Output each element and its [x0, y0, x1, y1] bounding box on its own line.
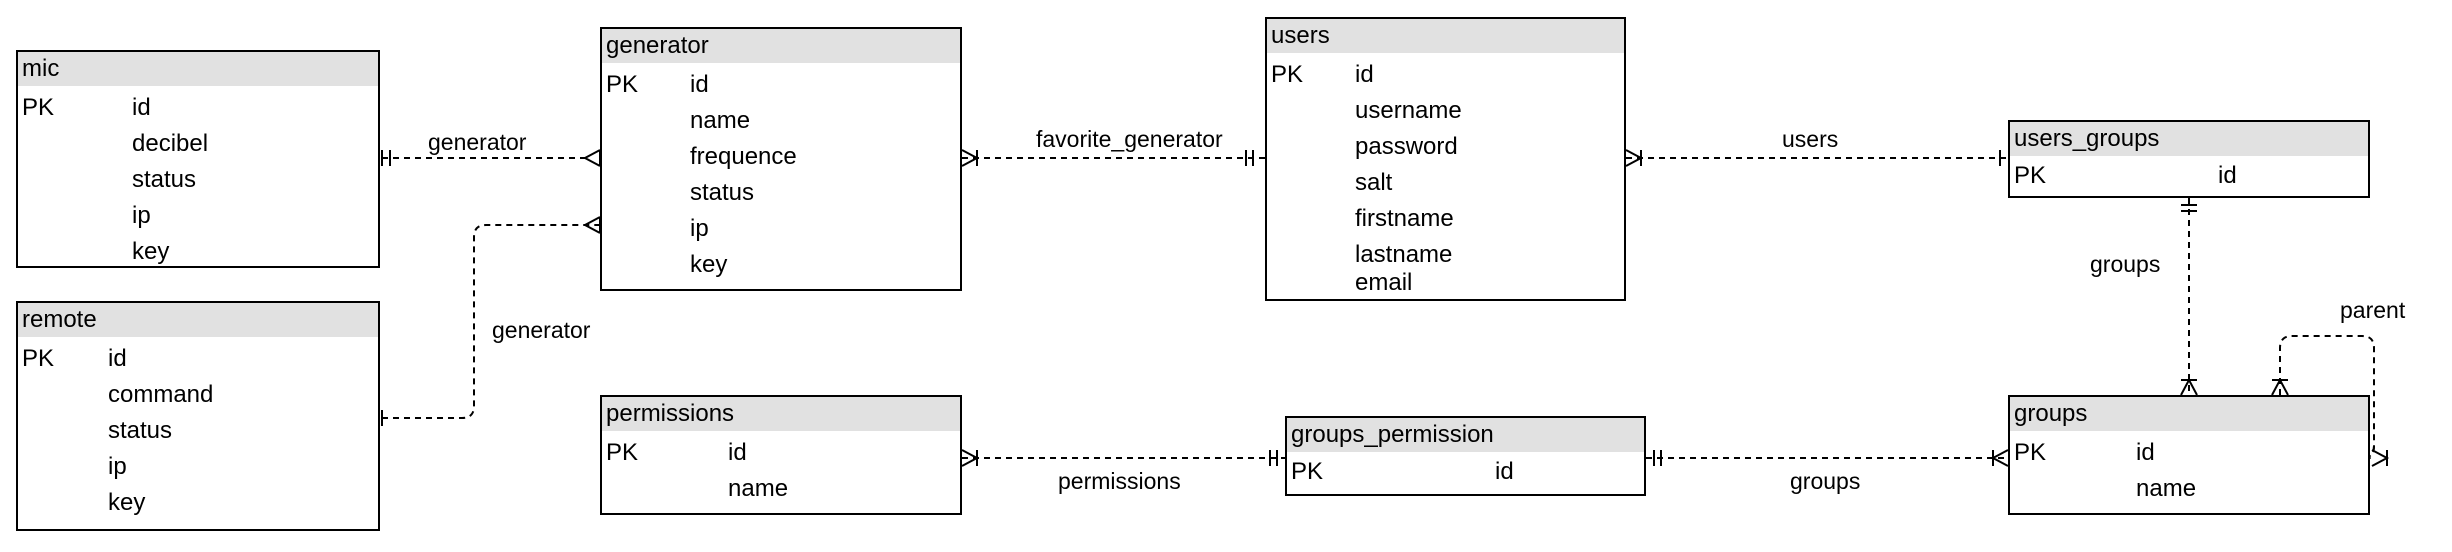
relation-label-groups-parent: parent: [2340, 297, 2406, 323]
field-mic-id: id: [132, 94, 151, 121]
many-marker-generator-from-mic: [582, 149, 601, 167]
field-remote-status: status: [108, 417, 173, 444]
field-groups-name: name: [2136, 475, 2197, 502]
many-marker-groups-right: [2371, 449, 2390, 467]
field-permissions-id: id: [728, 439, 747, 466]
entity-groups: groups PK id name: [2008, 395, 2370, 515]
field-permissions-name: name: [728, 475, 789, 502]
pk-label-groups: PK: [2014, 439, 2047, 466]
pk-label-users-groups: PK: [2014, 162, 2047, 189]
many-marker-groups-top-parent: [2271, 377, 2289, 396]
relation-label-permissions-gp: permissions: [1058, 468, 1181, 494]
pk-label-permissions: PK: [606, 439, 639, 466]
entity-permissions: permissions PK id name: [600, 395, 962, 515]
entity-title-permissions: permissions: [602, 397, 960, 431]
entity-title-groups: groups: [2010, 397, 2368, 431]
field-remote-command: command: [108, 381, 214, 408]
entity-users-groups: users_groups PK id: [2008, 120, 2370, 198]
relation-label-mic-generator: generator: [428, 129, 527, 155]
field-users-email: email: [1355, 269, 1413, 296]
entity-generator: generator PK id name frequence status ip…: [600, 27, 962, 291]
field-generator-key: key: [690, 251, 728, 278]
connector-groups-parent-end: [2361, 445, 2375, 459]
relation-label-usergroups-groups: groups: [2090, 251, 2161, 277]
field-generator-frequence: frequence: [690, 143, 797, 170]
pk-label-mic: PK: [22, 94, 55, 121]
one-marker-gp-right: [1653, 450, 1662, 466]
field-users-password: password: [1355, 133, 1458, 160]
field-generator-name: name: [690, 107, 751, 134]
field-remote-ip: ip: [108, 453, 127, 480]
one-marker-gp-left: [1269, 450, 1278, 466]
field-mic-decibel: decibel: [132, 130, 209, 157]
entity-title-remote: remote: [18, 303, 378, 337]
many-marker-generator: [961, 149, 980, 167]
entity-title-groups-permission: groups_permission: [1287, 418, 1644, 452]
one-marker-users: [1245, 150, 1254, 166]
field-users-groups-id: id: [2218, 162, 2237, 189]
field-generator-ip: ip: [690, 215, 709, 242]
field-mic-ip: ip: [132, 202, 151, 229]
one-marker-mic: [381, 150, 391, 166]
field-mic-status: status: [132, 166, 197, 193]
field-remote-key: key: [108, 489, 146, 516]
entity-title-users-groups: users_groups: [2010, 122, 2368, 156]
pk-label-users: PK: [1271, 61, 1304, 88]
entity-groups-permission: groups_permission PK id: [1285, 416, 1646, 496]
field-generator-id: id: [690, 71, 709, 98]
relation-label-users-usergroups: users: [1782, 126, 1839, 152]
relation-label-generator-users: favorite_generator: [1036, 126, 1223, 152]
many-marker-groups-top: [2180, 377, 2198, 396]
field-users-salt: salt: [1355, 169, 1393, 196]
many-marker-groups-left: [1990, 449, 2009, 467]
field-groups-permission-id: id: [1495, 458, 1514, 485]
entity-remote: remote PK id command status ip key: [16, 301, 380, 531]
entity-title-users: users: [1267, 19, 1624, 53]
relation-label-remote-generator: generator: [492, 317, 591, 343]
field-users-id: id: [1355, 61, 1374, 88]
entity-users: users PK id username password salt first…: [1265, 17, 1626, 301]
field-generator-status: status: [690, 179, 755, 206]
many-marker-users: [1625, 149, 1644, 167]
field-users-username: username: [1355, 97, 1462, 124]
relation-label-gp-groups: groups: [1790, 468, 1861, 494]
one-marker-usergroups-bottom: [2181, 204, 2197, 212]
pk-label-remote: PK: [22, 345, 55, 372]
pk-label-generator: PK: [606, 71, 639, 98]
field-groups-id: id: [2136, 439, 2155, 466]
entity-mic: mic PK id decibel status ip key: [16, 50, 380, 268]
field-mic-key: key: [132, 238, 170, 265]
entity-title-generator: generator: [602, 29, 960, 63]
pk-label-groups-permission: PK: [1291, 458, 1324, 485]
entity-title-mic: mic: [18, 52, 378, 86]
field-users-lastname: lastname: [1355, 241, 1453, 268]
field-remote-id: id: [108, 345, 127, 372]
field-users-firstname: firstname: [1355, 205, 1454, 232]
many-marker-permissions: [961, 449, 980, 467]
